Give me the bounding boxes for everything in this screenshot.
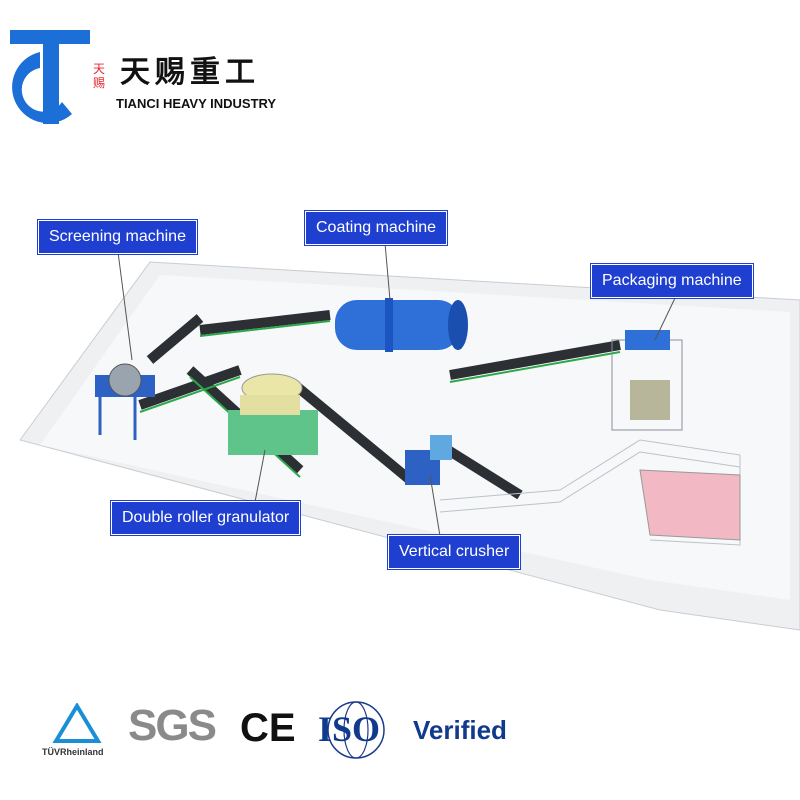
tuv-logo-icon: [52, 703, 102, 743]
railing: [439, 439, 741, 546]
granulator-shape: [228, 373, 318, 455]
verified-badge: Verified: [413, 715, 507, 745]
label-screening-machine: Screening machine: [38, 220, 197, 254]
sgs-logo: SGS: [128, 701, 217, 750]
brand-name-en: TIANCI HEAVY INDUSTRY: [116, 96, 277, 111]
crusher-shape: [405, 435, 452, 485]
label-packaging-machine: Packaging machine: [591, 264, 753, 298]
storage-tanks: [639, 469, 741, 541]
ce-mark: CE: [240, 706, 296, 750]
brand-name-cn-small: 天赐: [93, 62, 106, 90]
iso-logo: ISO: [318, 709, 381, 749]
packaging-machine-shape: [611, 330, 683, 431]
brand-name-cn: 天赐重工: [120, 55, 260, 90]
tianci-logo-icon: [10, 30, 90, 124]
iso-globe-icon: [327, 701, 385, 759]
conveyors: [138, 310, 621, 500]
label-vertical-crusher: Vertical crusher: [388, 535, 521, 569]
coating-machine-shape: [335, 298, 468, 352]
screening-machine-shape: [95, 363, 155, 440]
tuv-rheinland-text: TÜVRheinland: [42, 747, 104, 757]
label-coating-machine: Coating machine: [305, 211, 448, 245]
label-double-roller-granulator: Double roller granulator: [111, 501, 301, 535]
